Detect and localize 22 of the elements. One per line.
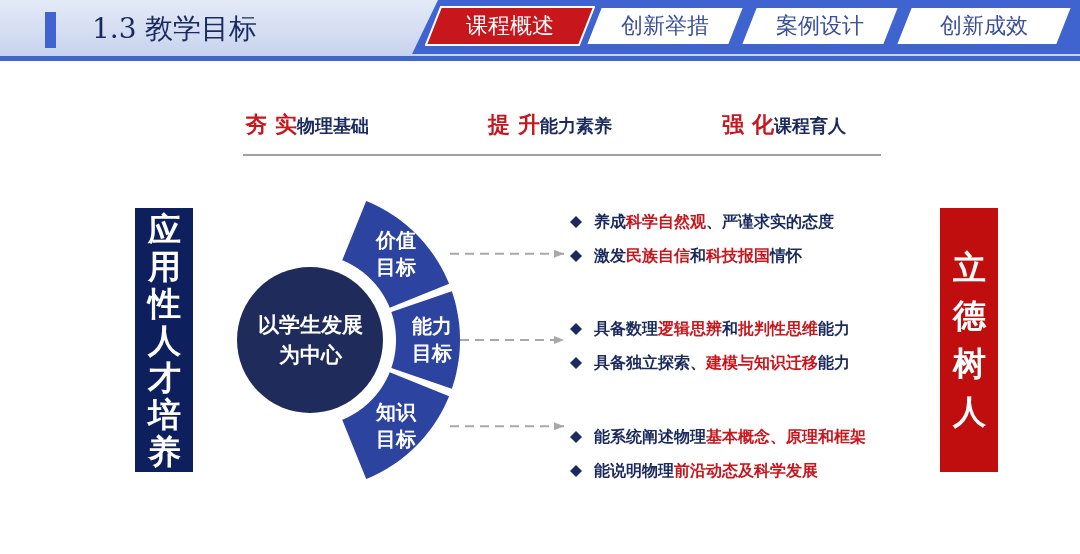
dashed-arrow — [459, 336, 565, 344]
headline-text: 夯 实物理基础 — [245, 111, 369, 139]
dashed-arrow — [449, 422, 565, 431]
nav-tab: 案例设计 — [740, 6, 900, 46]
nav-tab: 创新举措 — [585, 6, 745, 46]
bullet-text: 能系统阐述物理基本概念、原理和框架 — [594, 426, 866, 448]
sector-shape: 价值目标 — [342, 200, 450, 308]
bullet-text: 具备数理逻辑思辨和批判性思维能力 — [594, 318, 850, 340]
headline-text: 强 化课程育人 — [722, 111, 846, 139]
bullet-text: 养成科学自然观、严谨求实的态度 — [594, 211, 834, 233]
nav-tab: 课程概述 — [425, 6, 595, 46]
sector-shape: 能力目标 — [391, 291, 460, 389]
sector-shape: 知识目标 — [342, 372, 450, 480]
headline-text: 提 升能力素养 — [488, 111, 612, 139]
bullet-text: 激发民族自信和科技报国情怀 — [594, 245, 802, 267]
vertical-banner: 应用性人才培养 — [135, 208, 193, 472]
bullet-text: 具备独立探索、建模与知识迁移能力 — [594, 352, 850, 374]
bullet-text: 能说明物理前沿动态及科学发展 — [594, 460, 818, 482]
dashed-arrow — [449, 249, 565, 258]
page-title: 1.3 教学目标 — [92, 11, 258, 47]
vertical-banner: 立德树人 — [940, 208, 998, 472]
nav-tab: 创新成效 — [895, 6, 1073, 46]
